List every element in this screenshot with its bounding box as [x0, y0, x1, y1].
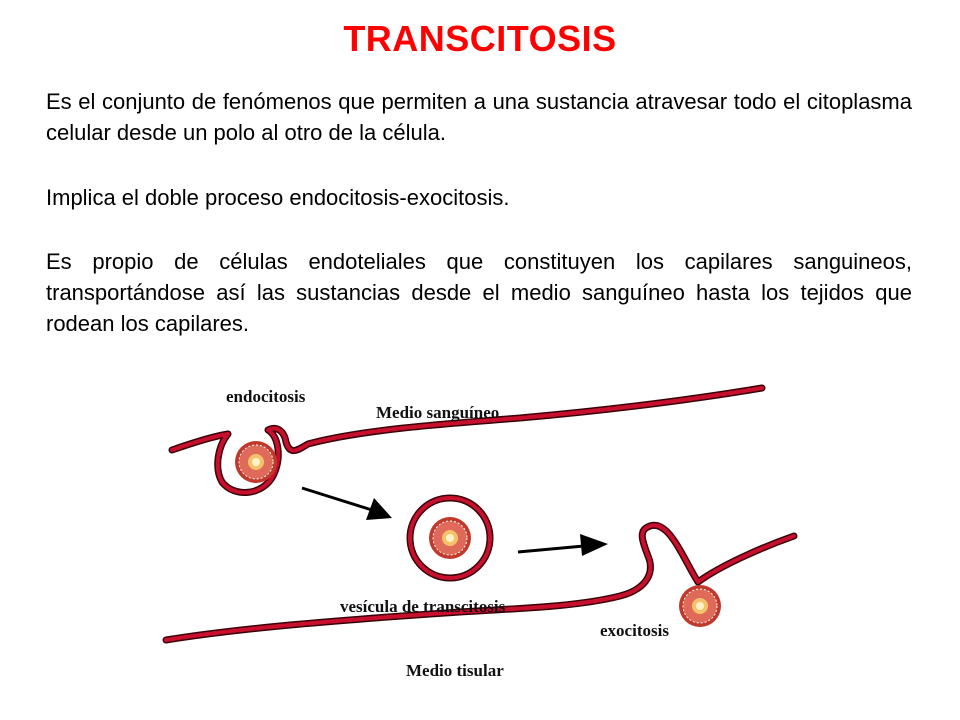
label-exocitosis: exocitosis	[600, 621, 669, 640]
arrow-vesicle-to-exocytosis	[517, 534, 608, 556]
slide-title: TRANSCITOSIS	[343, 18, 617, 59]
definition-paragraph: Es el conjunto de fenómenos que permiten…	[46, 89, 912, 145]
particle-endocytosis	[235, 441, 277, 483]
label-vesicula: vesícula de transcitosis	[340, 597, 506, 616]
arrow-endocytosis-to-vesicle	[301, 486, 392, 520]
transcytosis-vesicle	[406, 494, 494, 582]
label-endocitosis: endocitosis	[226, 387, 306, 406]
label-medio-tisular: Medio tisular	[406, 661, 504, 680]
upper-membrane	[168, 384, 766, 496]
particle-exocytosis	[679, 585, 721, 627]
particle-vesicle	[429, 517, 471, 559]
lower-membrane	[162, 521, 798, 644]
location-paragraph: Es propio de células endoteliales que co…	[46, 249, 912, 336]
process-paragraph: Implica el doble proceso endocitosis-exo…	[46, 185, 510, 210]
transcytosis-diagram: endocitosis Medio sanguíneo vesícula de …	[160, 370, 810, 690]
transcytosis-diagram-svg: endocitosis Medio sanguíneo vesícula de …	[162, 384, 798, 680]
label-medio-sanguineo: Medio sanguíneo	[376, 403, 499, 422]
